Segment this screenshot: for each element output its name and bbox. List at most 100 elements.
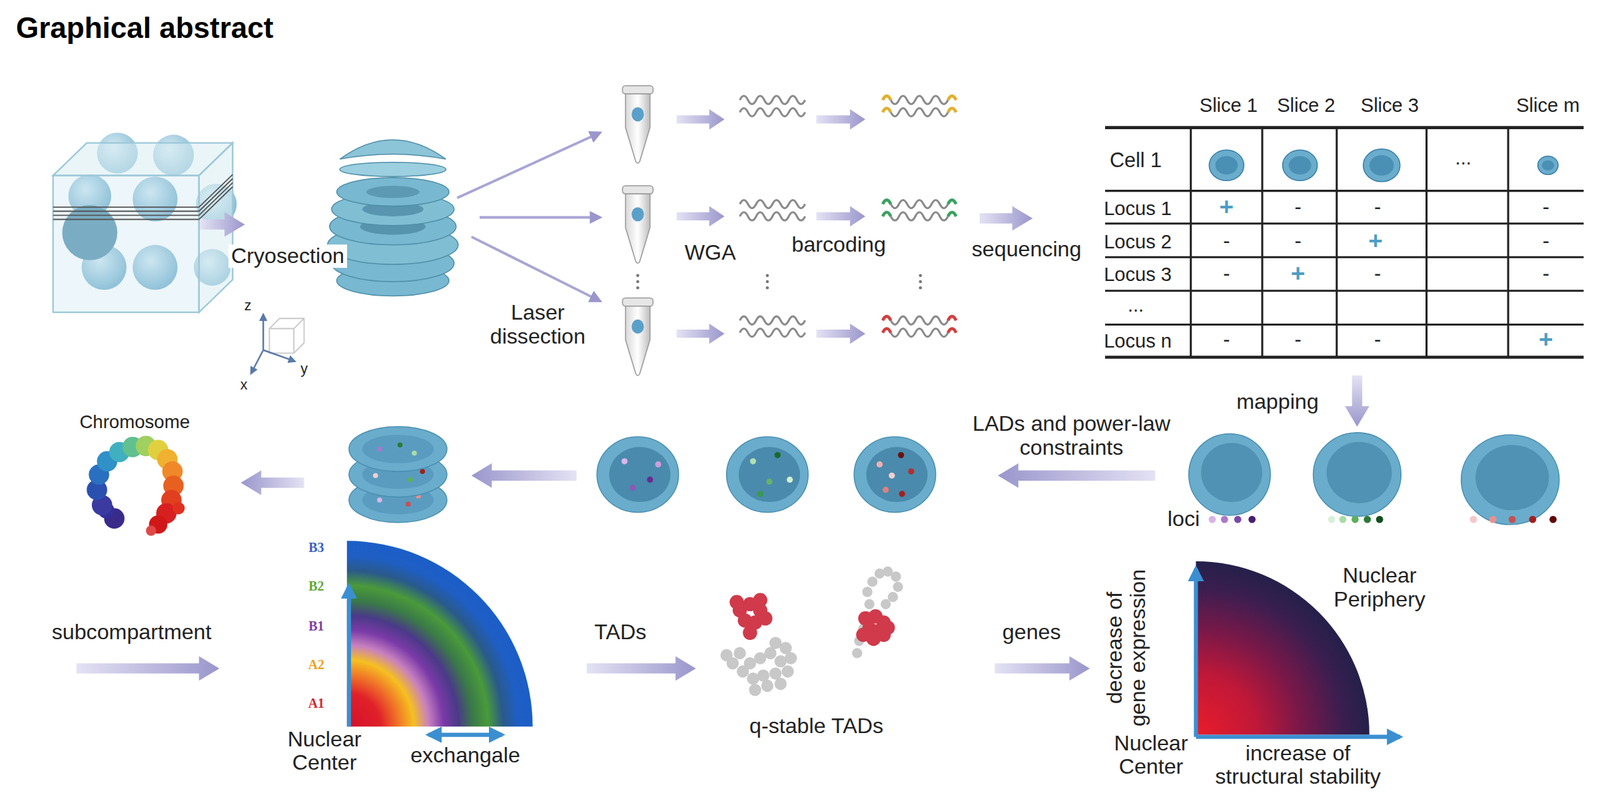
tissue-cube	[53, 219, 200, 221]
table-cell: -	[1374, 262, 1381, 286]
flow-arrow	[979, 206, 1034, 232]
flow-arrow	[471, 237, 601, 302]
axes-icon	[293, 318, 304, 329]
nucleus-icon	[1208, 149, 1559, 182]
flow-arrow	[471, 463, 577, 489]
cell-with-loci	[866, 446, 928, 503]
locus-dot	[1208, 516, 1217, 524]
region-label: Nuclear Periphery	[1326, 564, 1434, 612]
table-cell: -	[1374, 195, 1381, 219]
table-cell: -	[1222, 229, 1230, 253]
expression-gradient	[1193, 568, 1198, 738]
tad-model	[746, 672, 759, 685]
axis-label: x	[240, 377, 248, 394]
barcode	[947, 212, 956, 217]
flow-arrow	[76, 109, 1370, 681]
figure-title: Graphical abstract	[15, 10, 274, 46]
slice-stack	[366, 185, 420, 198]
tube	[625, 193, 651, 264]
subcompartment-gradient	[347, 540, 533, 727]
flow-arrow	[997, 463, 1156, 489]
compartment-label: A1	[308, 696, 325, 712]
chromosome-model	[172, 502, 185, 515]
cell-with-loci	[757, 490, 764, 497]
flow-arrow	[995, 656, 1090, 682]
slice-stack-loci	[349, 426, 447, 472]
flow-arrow	[676, 323, 725, 345]
cell-with-loci	[654, 461, 661, 468]
tad-model	[861, 586, 872, 597]
dna-wave	[740, 199, 806, 208]
flow-arrow	[479, 216, 601, 220]
table-grid	[1105, 189, 1584, 192]
table-header: Slice 2	[1276, 94, 1335, 116]
nucleus-icon	[1214, 156, 1238, 176]
barcode	[882, 212, 891, 217]
cell-with-loci	[853, 436, 936, 513]
step-label: barcoding	[792, 233, 886, 257]
barcode	[947, 95, 956, 100]
flow-arrow	[816, 109, 866, 130]
tube	[631, 319, 644, 334]
barcode	[947, 316, 956, 321]
chromosome-model	[86, 435, 185, 536]
tad-model	[720, 566, 904, 697]
slice-stack-loci	[377, 497, 383, 503]
flow-arrow	[816, 206, 866, 228]
dna-wave	[740, 95, 806, 104]
dna-wave	[740, 107, 806, 116]
dna-wave	[740, 316, 806, 325]
table-grid	[1260, 127, 1263, 358]
tad-model	[761, 680, 774, 693]
compartment-label: B2	[308, 579, 324, 595]
cell-with-loci	[750, 458, 757, 465]
axes-icon	[262, 314, 264, 351]
table-grid	[1105, 323, 1584, 326]
tad-model	[729, 595, 744, 610]
tad-model	[880, 599, 891, 610]
cell-with-loci	[907, 468, 914, 475]
cell-with-loci	[629, 484, 636, 491]
tad-model	[890, 571, 901, 582]
nucleus-icon	[1282, 149, 1318, 181]
tube	[622, 85, 653, 94]
dna-wave	[740, 329, 806, 338]
subcompartment-gradient	[428, 733, 502, 738]
table-cell: -	[1222, 328, 1230, 352]
dna-wave	[890, 212, 948, 221]
table-cell: +	[1290, 259, 1306, 287]
axis-label: z	[244, 298, 252, 315]
slice-stack-loci	[419, 468, 425, 475]
cell	[1313, 432, 1402, 517]
tad-model	[729, 593, 895, 647]
nucleus-icon	[1542, 160, 1555, 171]
tissue-cube	[53, 210, 200, 212]
flow-arrow	[1344, 375, 1370, 427]
step-label: WGA	[684, 241, 737, 265]
tad-model	[880, 620, 895, 635]
tissue-cube	[199, 178, 234, 212]
axis-title: exchangale	[410, 744, 521, 768]
ellipsis-dots	[918, 274, 922, 278]
dna-wave	[890, 316, 948, 325]
table-grid	[1425, 127, 1428, 358]
compartment-label: A2	[308, 658, 325, 673]
tad-model	[753, 593, 768, 608]
slice-stack	[339, 139, 446, 160]
tube	[625, 93, 651, 164]
tad-model	[892, 582, 903, 593]
table-grid	[1105, 222, 1584, 225]
barcode	[882, 95, 956, 334]
ellipsis-dots	[918, 280, 922, 284]
table-cell: -	[1374, 328, 1381, 352]
subcompartment-gradient	[347, 586, 352, 728]
figure-label: q-stable TADs	[749, 714, 884, 739]
tad-model	[867, 576, 878, 587]
cell-with-loci	[726, 436, 809, 513]
step-label: LADs and power-law constraints	[964, 412, 1178, 460]
cell-with-loci	[897, 452, 904, 459]
cell-with-loci	[882, 486, 889, 493]
table-grid	[1189, 127, 1192, 358]
nucleus-icon	[1288, 156, 1312, 176]
flow-arrow	[199, 212, 245, 238]
